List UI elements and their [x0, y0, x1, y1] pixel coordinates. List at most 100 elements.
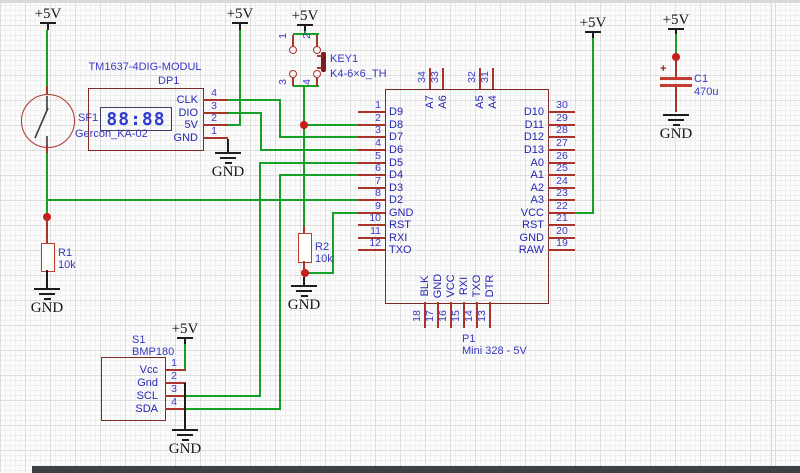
gnd-bar1 [172, 429, 198, 431]
display-gnd-stem [227, 139, 229, 152]
display-pin-stub [203, 112, 228, 114]
wire-bmp-vcc[interactable] [184, 344, 186, 371]
wire-dio-1[interactable] [228, 112, 262, 114]
mcu-pin-name: GND [389, 207, 414, 219]
wire-clk-1[interactable] [228, 99, 281, 101]
key-stub [292, 35, 294, 47]
mcu-pin-stub [358, 149, 385, 151]
sensor-pin-stub [165, 382, 186, 384]
mcu-pin-stub [358, 187, 385, 189]
mcu-pin-num: 31 [479, 71, 491, 83]
wire-vcc-reed[interactable] [46, 30, 48, 88]
vcc-flag[interactable]: +5V [291, 8, 319, 24]
mcu-pin-num: 9 [375, 200, 381, 212]
key-actuator [321, 52, 326, 72]
vcc-flag[interactable]: +5V [662, 12, 690, 28]
mcu-pin-name: A4 [487, 95, 499, 109]
vcc-flag[interactable]: +5V [226, 6, 254, 22]
mcu-pin-name: A7 [424, 95, 436, 109]
mcu-pin-name: TXO [471, 274, 483, 298]
mcu-pin-name: A0 [530, 157, 544, 169]
mcu-pin-num: 21 [556, 212, 568, 224]
vcc-flag[interactable]: +5V [579, 15, 607, 31]
sensor-pin-name: Vcc [139, 364, 158, 376]
mcu-pin-num: 11 [370, 225, 381, 237]
wire-key-d8[interactable] [305, 124, 358, 126]
junction-dot [301, 269, 309, 277]
mcu-pin-stub [548, 187, 575, 189]
mcu-pin-num: 4 [375, 137, 381, 149]
sensor-pin-name: SCL [136, 390, 158, 402]
mcu-pin-stub [476, 302, 478, 328]
mcu-pin-stub [548, 136, 575, 138]
vcc-flag[interactable]: +5V [171, 321, 199, 337]
mcu-pin-stub [429, 68, 431, 89]
mcu-pin-stub [548, 162, 575, 164]
wire-reed-r1[interactable] [46, 152, 48, 218]
wire-scl-v[interactable] [259, 162, 261, 396]
mcu-pin-num: 20 [556, 225, 568, 237]
wire-scl-h[interactable] [186, 395, 261, 397]
mcu-body[interactable] [385, 89, 549, 304]
mcu-pin-name: D8 [389, 119, 404, 131]
r1-body[interactable] [41, 243, 55, 272]
display-pin-stub [203, 99, 228, 101]
sensor-body[interactable] [101, 357, 166, 421]
mcu-pin-name: D5 [389, 157, 404, 169]
key-contact [313, 46, 321, 54]
wire-d5[interactable] [259, 162, 358, 164]
display-pin-name: DIO [178, 107, 198, 119]
r1-lead-bottom [46, 270, 48, 288]
mcu-pin-stub [548, 199, 575, 201]
wire-c1-top[interactable] [675, 34, 677, 58]
horizontal-scrollbar[interactable] [32, 466, 800, 473]
wire-disp5v[interactable] [228, 124, 241, 126]
wire-dio-2[interactable] [260, 112, 262, 150]
wire-key-r2[interactable] [303, 85, 305, 227]
r2-body[interactable] [298, 233, 312, 263]
mcu-pin-stub [358, 124, 385, 126]
mcu-pin-name: D13 [523, 144, 544, 156]
mcu-pin-num: 2 [375, 112, 381, 124]
mcu-pin-num: 3 [375, 124, 381, 136]
wire-disp5v-v[interactable] [239, 30, 241, 126]
r2-value: 10k [315, 253, 333, 265]
wire-reed-d2[interactable] [46, 199, 358, 201]
wire-d4[interactable] [279, 174, 358, 176]
wire-key-top-v[interactable] [304, 31, 306, 35]
display-pin-stub [203, 137, 228, 139]
key-ref: KEY1 [330, 53, 359, 65]
reed-contact-icon [34, 96, 49, 146]
wire-key-top[interactable] [293, 33, 319, 35]
wire-vcc-pin22[interactable] [575, 212, 594, 214]
key-pin-num: 1 [277, 33, 289, 39]
wire-sda-h[interactable] [186, 408, 281, 410]
wire-r2-gnd-h[interactable] [305, 272, 334, 274]
mcu-pin-num: 22 [556, 200, 568, 212]
mcu-pin-name: A2 [530, 182, 544, 194]
vcc-stem [47, 24, 49, 30]
vcc-flag[interactable]: +5V [34, 6, 62, 22]
wire-clk-2[interactable] [279, 99, 281, 137]
reed-circle[interactable] [21, 94, 75, 148]
mcu-pin-name: RXI [458, 276, 470, 296]
wire-r2-gnd-v[interactable] [332, 212, 334, 273]
wire-sda-v[interactable] [279, 174, 281, 410]
mcu-pin-name: D6 [389, 144, 404, 156]
vcc-stem [675, 30, 677, 34]
wire-key-bot[interactable] [293, 85, 319, 87]
wire-vcc-v[interactable] [592, 38, 594, 214]
c1-plate-bottom [660, 84, 692, 87]
wire-dio-3[interactable] [260, 149, 358, 151]
mcu-pin-num: 24 [556, 175, 568, 187]
display-body[interactable] [88, 88, 204, 151]
wire-gnd-pin9[interactable] [332, 212, 358, 214]
vcc-bar [668, 28, 684, 30]
wire-clk-3[interactable] [279, 136, 358, 138]
mcu-pin-stub [548, 237, 575, 239]
vcc-bar [232, 22, 248, 24]
gnd-bar2 [39, 293, 55, 295]
mcu-ref: P1 [462, 333, 476, 345]
mcu-pin-num: 29 [556, 112, 568, 124]
